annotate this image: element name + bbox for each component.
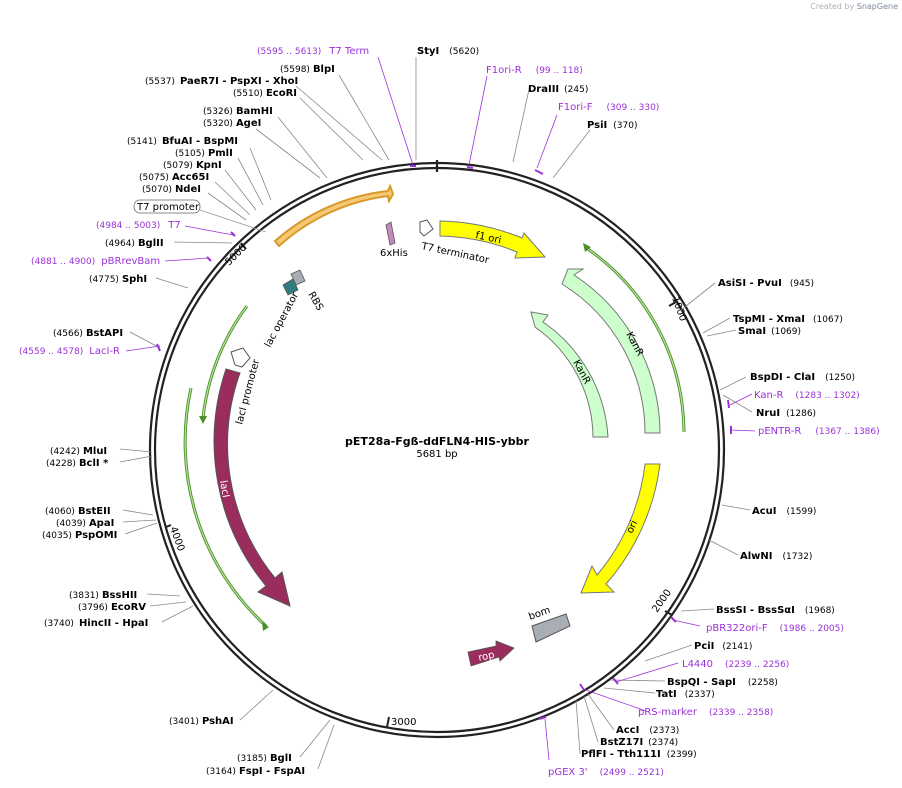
feature-ori-label: ori (625, 519, 640, 535)
tick-label-2000: 2000 (650, 588, 674, 615)
feature-f1-ori-label: f1 ori (474, 230, 502, 246)
watermark-brand: SnapGene (856, 2, 898, 11)
feature-kanr-highlight (583, 243, 686, 433)
primer-t7-term[interactable]: (5595 .. 5613)T7 Term (257, 46, 369, 57)
tick-label-5000: 5000 (223, 242, 249, 268)
enzyme-agei[interactable]: (5320)AgeI (203, 118, 261, 129)
enzyme-fspai[interactable]: (3164)FspI - FspAI (206, 766, 305, 777)
enzyme-bcli[interactable]: (4228)BclI * (46, 458, 109, 469)
enzyme-ecorv[interactable]: (3796)EcoRV (78, 602, 146, 613)
primer-pentr-r[interactable]: pENTR-R(1367 .. 1386) (758, 426, 880, 437)
enzyme-psii[interactable]: PsiI(370) (587, 120, 637, 131)
primer-leader-lines (125, 56, 756, 761)
primer-labels: (5595 .. 5613)T7 Term F1ori-R(99 .. 118)… (19, 46, 880, 778)
enzyme-bstz17i[interactable]: BstZ17I(2374) (600, 737, 678, 748)
t7-promoter-tag[interactable]: T7 promoter (133, 199, 267, 233)
enzyme-bamhi[interactable]: (5326)BamHI (203, 106, 273, 117)
tick-1000: 1000 (668, 295, 688, 323)
leader-lines (119, 57, 753, 770)
feature-kanr-inner[interactable]: KanR (530, 311, 609, 438)
enzyme-styi[interactable]: StyI(5620) (417, 46, 479, 57)
enzyme-labels: StyI(5620) (5598)BlpI (5537)PaeR7I - Psp… (42, 46, 855, 777)
enzyme-pshai[interactable]: (3401)PshAI (169, 716, 234, 727)
enzyme-bsssi[interactable]: BssSI - BssSαI(1968) (716, 605, 835, 616)
feature-t7-promoter-box[interactable] (273, 183, 395, 248)
feature-t7-terminator-label: T7 terminator (419, 241, 490, 266)
enzyme-mlui[interactable]: (4242)MluI (50, 446, 107, 457)
enzyme-alwni[interactable]: AlwNI(1732) (740, 551, 812, 562)
primer-pgex3[interactable]: pGEX 3'(2499 .. 2521) (548, 767, 664, 778)
tick-label-3000: 3000 (391, 717, 416, 728)
feature-ori[interactable]: ori (580, 463, 661, 594)
primer-t7[interactable]: (4984 .. 5003)T7 (96, 220, 181, 231)
primer-laci-r[interactable]: (4559 .. 4578)LacI-R (19, 346, 120, 357)
feature-laci-highlight (183, 305, 269, 631)
feature-bom[interactable]: bom (527, 605, 571, 643)
t7-promoter-tag-label: T7 promoter (136, 202, 200, 213)
feature-kanr-outer[interactable]: KanR (561, 268, 661, 434)
enzyme-pmli[interactable]: (5105)PmlI (175, 148, 233, 159)
feature-laci-label: lacI (217, 480, 231, 499)
enzyme-tati[interactable]: TatI(2337) (656, 689, 715, 700)
enzyme-acc65i[interactable]: (5075)Acc65I (139, 172, 209, 183)
plasmid-length: 5681 bp (416, 449, 457, 460)
primer-kan-r[interactable]: Kan-R(1283 .. 1302) (754, 390, 860, 401)
enzyme-pcii[interactable]: PciI(2141) (694, 641, 752, 652)
primer-pbr322ori-f[interactable]: pBR322ori-F(1986 .. 2005) (706, 623, 844, 634)
enzyme-bspmi[interactable]: (5141)BfuAI - BspMI (127, 136, 238, 147)
enzyme-kpni[interactable]: (5079)KpnI (163, 160, 222, 171)
enzyme-xhoi[interactable]: (5537)PaeR7I - PspXI - XhoI (145, 76, 298, 87)
feature-6xhis-label: 6xHis (380, 248, 408, 259)
enzyme-ecori[interactable]: (5510)EcoRI (233, 88, 297, 99)
enzyme-blpi[interactable]: (5598)BlpI (280, 64, 335, 75)
primer-f1ori-f[interactable]: F1ori-F(309 .. 330) (558, 102, 659, 113)
feature-lac-operator-label: lac operator (263, 290, 302, 349)
enzyme-acci[interactable]: AccI(2373) (616, 725, 679, 736)
enzyme-tth111i[interactable]: PflFI - Tth111I(2399) (581, 749, 697, 760)
enzyme-nrui[interactable]: NruI(1286) (756, 408, 816, 419)
snapgene-watermark: Created by SnapGene (810, 2, 898, 11)
enzyme-clai[interactable]: BspDI - ClaI(1250) (750, 372, 855, 383)
watermark-prefix: Created by (810, 2, 855, 11)
primer-marks (156, 165, 732, 720)
enzyme-draiii[interactable]: DraIII(245) (528, 84, 588, 95)
primer-prs-marker[interactable]: pRS-marker(2339 .. 2358) (638, 707, 773, 718)
feature-rbs[interactable]: RBS (290, 269, 325, 313)
enzyme-bsshii[interactable]: (3831)BssHII (69, 590, 137, 601)
enzyme-acui[interactable]: AcuI(1599) (752, 506, 816, 517)
feature-laci-promoter-label: lacI promoter (234, 357, 262, 425)
feature-rbs-label: RBS (305, 290, 325, 313)
enzyme-bgli[interactable]: (3185)BglI (237, 753, 292, 764)
enzyme-ndei[interactable]: (5070)NdeI (142, 184, 201, 195)
enzyme-sphi[interactable]: (4775)SphI (89, 274, 147, 285)
feature-f1-ori[interactable]: f1 ori (439, 220, 547, 259)
enzyme-smai[interactable]: SmaI(1069) (738, 326, 801, 337)
tick-5000: 5000 (223, 242, 249, 268)
primer-l4440[interactable]: L4440(2239 .. 2256) (682, 659, 789, 670)
feature-6xhis[interactable]: 6xHis (380, 221, 408, 259)
feature-rop-label: rop (477, 650, 495, 664)
primer-f1ori-r[interactable]: F1ori-R(99 .. 118) (486, 65, 583, 76)
enzyme-apai[interactable]: (4039)ApaI (56, 518, 114, 529)
feature-lac-operator[interactable]: lac operator (263, 278, 302, 349)
enzyme-pvui[interactable]: AsiSI - PvuI(945) (718, 278, 814, 289)
feature-laci[interactable]: lacI (213, 368, 291, 607)
enzyme-bstapi[interactable]: (4566)BstAPI (53, 328, 123, 339)
tick-label-1000: 1000 (669, 295, 688, 323)
tick-3000: 3000 (386, 716, 416, 728)
tick-2000: 2000 (650, 588, 674, 616)
enzyme-hpai[interactable]: (3740)HincII - HpaI (44, 618, 148, 629)
enzyme-bglii[interactable]: (4964)BglII (105, 238, 164, 249)
feature-rop[interactable]: rop (467, 640, 515, 667)
enzyme-sapi[interactable]: BspQI - SapI(2258) (667, 677, 778, 688)
enzyme-xmai[interactable]: TspMI - XmaI(1067) (733, 314, 843, 325)
plasmid-name: pET28a-Fgß-ddFLN4-HIS-ybbr (345, 435, 529, 448)
primer-pbrrevbam[interactable]: (4881 .. 4900)pBRrevBam (31, 256, 160, 267)
enzyme-bsteii[interactable]: (4060)BstEII (45, 506, 111, 517)
enzyme-pspomi[interactable]: (4035)PspOMI (42, 530, 117, 541)
